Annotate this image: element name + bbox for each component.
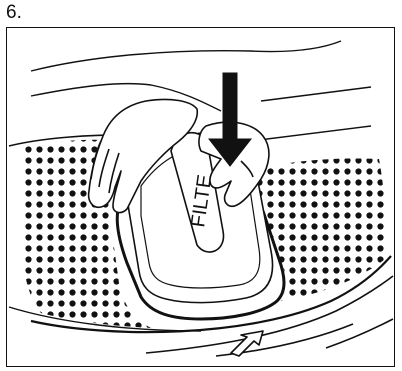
filter-removal-illustration: FILTE [7,28,395,367]
step-number: 6. [6,2,22,24]
illustration-frame: FILTE [6,27,395,367]
